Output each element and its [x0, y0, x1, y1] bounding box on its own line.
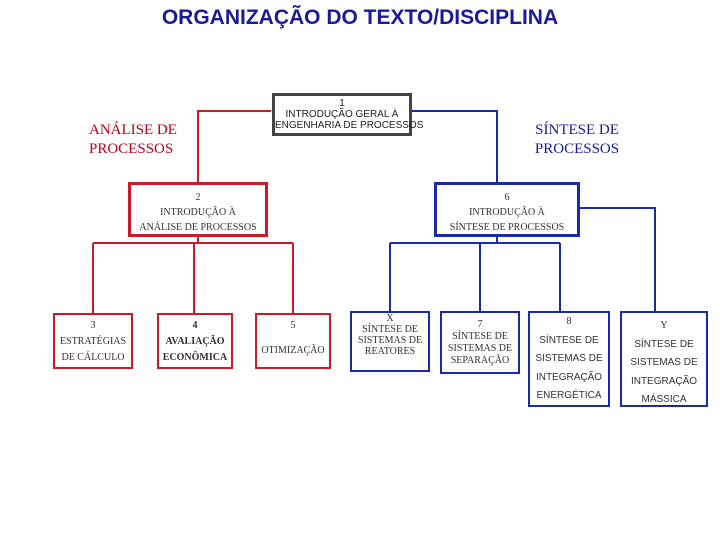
analysis-intro-line-1: INTRODUÇÃO À [160, 207, 236, 218]
leaf-4-line-1: AVALIAÇÃO [165, 336, 225, 347]
leaf-box-3: 3 ESTRATÉGIAS DE CÁLCULO [53, 313, 133, 369]
leaf-y-line-1: SÍNTESE DE [634, 338, 694, 350]
synthesis-label-line-1: SÍNTESE DE [535, 122, 619, 138]
leaf-box-8: 8 SÍNTESE DE SISTEMAS DE INTEGRAÇÃO ENER… [528, 311, 610, 407]
leaf-box-5: 5 OTIMIZAÇÃO [255, 313, 331, 369]
analysis-intro-box: 2 INTRODUÇÃO À ANÁLISE DE PROCESSOS [128, 182, 268, 237]
root-line-1: INTRODUÇÃO GERAL À [285, 109, 399, 120]
connector-root-synthesis [412, 110, 498, 183]
connector-root-analysis [197, 110, 271, 183]
synthesis-intro-line-1: INTRODUÇÃO À [469, 207, 545, 218]
leaf-5-line-1: OTIMIZAÇÃO [261, 345, 325, 356]
leaf-y-line-3: INTEGRAÇÃO [630, 375, 698, 387]
leaf-y-line-4: MÁSSICA [641, 394, 687, 405]
synthesis-label: SÍNTESE DE PROCESSOS [527, 121, 627, 159]
root-number: 1 [339, 98, 345, 109]
synthesis-intro-line-2: SÍNTESE DE PROCESSOS [449, 222, 565, 233]
page-title: ORGANIZAÇÃO DO TEXTO/DISCIPLINA [161, 6, 559, 29]
leaf-box-7: 7 SÍNTESE DE SISTEMAS DE SEPARAÇÃO [440, 311, 520, 374]
leaf-5-number: 5 [290, 320, 296, 331]
leaf-box-4: 4 AVALIAÇÃO ECONÔMICA [157, 313, 233, 369]
leaf-8-line-4: ENERGÉTICA [536, 390, 602, 401]
analysis-label-line-1: ANÁLISE DE [89, 122, 177, 138]
synthesis-intro-number: 6 [504, 192, 510, 203]
leaf-x-number: X [386, 313, 394, 324]
leaf-7-line-2: SISTEMAS DE [447, 343, 513, 354]
leaf-x-line-3: REATORES [364, 346, 416, 357]
leaf-8-line-3: INTEGRAÇÃO [535, 371, 603, 383]
leaf-7-line-3: SEPARAÇÃO [450, 355, 510, 366]
analysis-intro-number: 2 [195, 192, 201, 203]
leaf-8-number: 8 [566, 316, 572, 327]
synthesis-intro-box: 6 INTRODUÇÃO À SÍNTESE DE PROCESSOS [434, 182, 580, 237]
leaf-4-line-2: ECONÔMICA [162, 352, 228, 363]
leaf-box-x: X SÍNTESE DE SISTEMAS DE REATORES [350, 311, 430, 372]
leaf-x-line-2: SISTEMAS DE [357, 335, 423, 346]
root-line-2: ENGENHARIA DE PROCESSOS [275, 120, 424, 131]
leaf-8-line-1: SÍNTESE DE [539, 334, 599, 346]
leaf-3-number: 3 [90, 320, 96, 331]
leaf-8-line-2: SISTEMAS DE [535, 353, 603, 364]
leaf-4-number: 4 [192, 320, 198, 331]
leaf-3-line-1: ESTRATÉGIAS [59, 336, 127, 347]
analysis-label-line-2: PROCESSOS [89, 141, 174, 157]
leaf-y-line-2: SISTEMAS DE [630, 357, 698, 368]
leaf-3-line-2: DE CÁLCULO [61, 352, 125, 363]
synthesis-label-line-2: PROCESSOS [534, 141, 620, 157]
leaf-y-number: Y [660, 320, 668, 331]
leaf-7-line-1: SÍNTESE DE [452, 331, 508, 342]
leaf-x-line-1: SÍNTESE DE [362, 324, 418, 335]
analysis-label: ANÁLISE DE PROCESSOS [89, 121, 177, 159]
analysis-intro-line-2: ANÁLISE DE PROCESSOS [139, 222, 257, 233]
leaf-box-y: Y SÍNTESE DE SISTEMAS DE INTEGRAÇÃO MÁSS… [620, 311, 708, 407]
connector-synthesis-right [580, 207, 656, 313]
root-box: 1 INTRODUÇÃO GERAL À ENGENHARIA DE PROCE… [272, 93, 424, 136]
leaf-7-number: 7 [477, 319, 483, 330]
